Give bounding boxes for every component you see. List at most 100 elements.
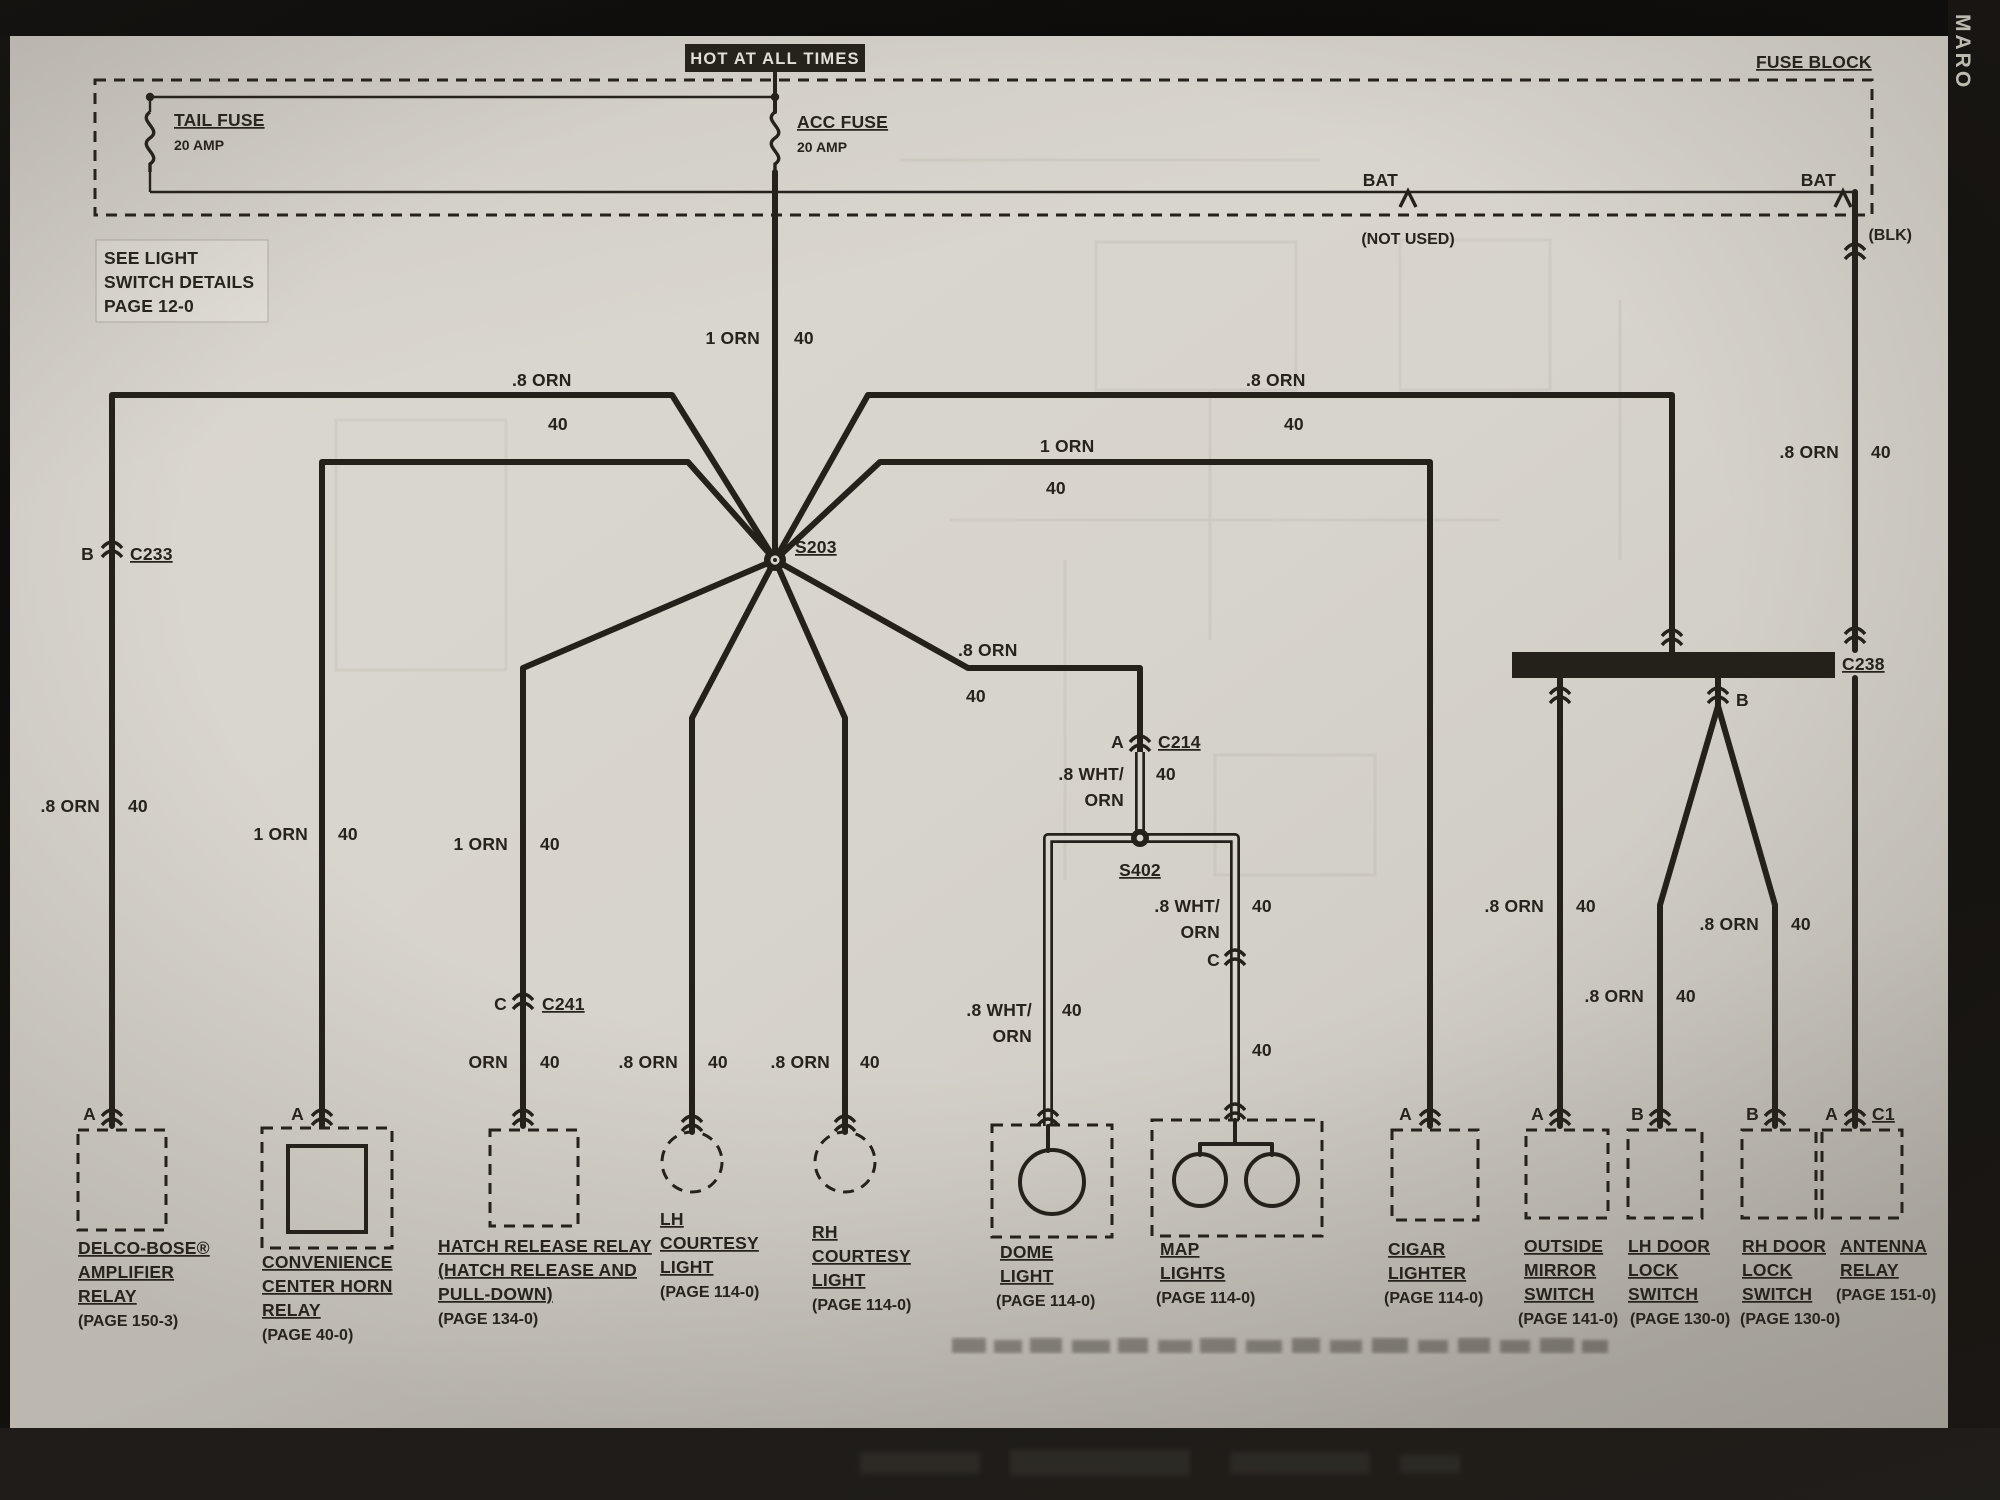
lh-door-lock-box: [1626, 1128, 1704, 1220]
wire-dome-size: 40: [1062, 1000, 1082, 1020]
conv-name-2: CENTER HORN: [262, 1276, 393, 1296]
wire-lh-lock-size: 40: [1676, 986, 1696, 1006]
wire-map-gauge-1: .8 WHT/: [1154, 896, 1220, 916]
delco-pin: A: [83, 1104, 96, 1124]
wire-right-main-size: 40: [1284, 414, 1304, 434]
wire-rh-courtesy-size: 40: [860, 1052, 880, 1072]
convenience-center-box: [260, 1126, 394, 1250]
cigar-page: (PAGE 114-0): [1384, 1290, 1483, 1307]
wire-hatch-gauge: 1 ORN: [454, 834, 508, 854]
wire-c214-h-size: 40: [966, 686, 986, 706]
wire-acc-size: 40: [794, 328, 814, 348]
lh-lock-name-2: LOCK: [1628, 1260, 1679, 1280]
wire-mirror-gauge: .8 ORN: [1484, 896, 1544, 916]
dome-name-1: DOME: [1000, 1242, 1053, 1262]
map-lamp-left: [1172, 1152, 1228, 1208]
note-line-1: SEE LIGHT: [104, 248, 198, 268]
mirror-page: (PAGE 141-0): [1518, 1311, 1618, 1328]
bat-label-mid: BAT: [1363, 170, 1398, 190]
c214-label: C214: [1158, 732, 1201, 752]
antenna-relay-box: [1820, 1128, 1904, 1220]
map-name-2: LIGHTS: [1160, 1263, 1225, 1283]
rh-lock-name-3: SWITCH: [1742, 1284, 1812, 1304]
c233-pin: B: [81, 544, 94, 564]
fuse-block-region: HOT AT ALL TIMES FUSE BLOCK TAIL FUSE 20…: [93, 44, 1912, 248]
see-light-switch-note: SEE LIGHT SWITCH DETAILS PAGE 12-0: [95, 239, 269, 323]
c241-pin: C: [494, 994, 507, 1014]
conv-pin: A: [291, 1104, 304, 1124]
hot-at-all-times-label: HOT AT ALL TIMES: [690, 50, 860, 68]
wire-dome-gauge-2: ORN: [993, 1026, 1033, 1046]
note-line-2: SWITCH DETAILS: [104, 272, 254, 292]
wire-bat-gauge: .8 ORN: [1779, 442, 1839, 462]
mirror-switch-box: [1524, 1128, 1610, 1220]
dome-lamp: [1018, 1148, 1086, 1216]
map-name-1: MAP: [1160, 1239, 1200, 1259]
wire-map-size-2: 40: [1252, 1040, 1272, 1060]
cigar-pin: A: [1399, 1104, 1412, 1124]
wiring-lines: [109, 169, 1858, 1135]
c238-pin-b: B: [1736, 690, 1749, 710]
antenna-connector-c1: C1: [1872, 1104, 1895, 1124]
wire-delco-gauge: .8 ORN: [40, 796, 100, 816]
lh-courtesy-page: (PAGE 114-0): [660, 1284, 759, 1301]
map-page: (PAGE 114-0): [1156, 1290, 1255, 1307]
wire-c214-v-gauge-2: ORN: [1085, 790, 1125, 810]
hatch-relay-box: [488, 1128, 580, 1228]
rh-lock-page: (PAGE 130-0): [1740, 1311, 1840, 1328]
wire-delco-size: 40: [128, 796, 148, 816]
wire-right-main-gauge: .8 ORN: [1246, 370, 1306, 390]
rh-courtesy-page: (PAGE 114-0): [812, 1297, 911, 1314]
note-line-3: PAGE 12-0: [104, 296, 194, 316]
wire-dome-gauge-1: .8 WHT/: [966, 1000, 1032, 1020]
lh-lock-pin: B: [1631, 1104, 1644, 1124]
bleed-through-text-smudge: [952, 1338, 1608, 1353]
cigar-name-2: LIGHTER: [1388, 1263, 1466, 1283]
lh-courtesy-name-1: LH: [660, 1209, 684, 1229]
rh-lock-name-2: LOCK: [1742, 1260, 1793, 1280]
dome-light-box: [990, 1123, 1114, 1239]
cigar-name-1: CIGAR: [1388, 1239, 1446, 1259]
wire-left-main-size: 40: [548, 414, 568, 434]
wire-mirror-size: 40: [1576, 896, 1596, 916]
wire-rh-courtesy-gauge: .8 ORN: [770, 1052, 830, 1072]
delco-page: (PAGE 150-3): [78, 1313, 178, 1330]
cigar-lighter-box: [1390, 1128, 1480, 1222]
c233-label: C233: [130, 544, 173, 564]
wire-map-gauge-2: ORN: [1181, 922, 1221, 942]
component-pin-letters: A A A A B B A C1: [83, 1104, 1895, 1124]
bat-not-used-note: (NOT USED): [1361, 231, 1454, 248]
component-symbols: [76, 1118, 1904, 1250]
mirror-name-2: MIRROR: [1524, 1260, 1596, 1280]
wire-c214-v-size: 40: [1156, 764, 1176, 784]
fuse-block-outline: [93, 78, 1874, 217]
splice-symbols: [764, 549, 1149, 847]
wire-lh-courtesy-gauge: .8 ORN: [618, 1052, 678, 1072]
acc-fuse-rating: 20 AMP: [797, 139, 847, 155]
mirror-pin: A: [1531, 1104, 1544, 1124]
dome-page: (PAGE 114-0): [996, 1293, 1095, 1310]
lh-lock-page: (PAGE 130-0): [1630, 1311, 1730, 1328]
map-connector-pin: C: [1207, 950, 1220, 970]
wire-rh-lock-size: 40: [1791, 914, 1811, 934]
wire-lh-lock-gauge: .8 ORN: [1584, 986, 1644, 1006]
wire-conv-gauge: 1 ORN: [254, 824, 308, 844]
map-lamp-right: [1244, 1152, 1300, 1208]
lh-lock-name-1: LH DOOR: [1628, 1236, 1710, 1256]
mirror-name-1: OUTSIDE: [1524, 1236, 1603, 1256]
wire-cigar-gauge: 1 ORN: [1040, 436, 1094, 456]
delco-name-2: AMPLIFIER: [78, 1262, 174, 1282]
antenna-pin: A: [1825, 1104, 1838, 1124]
lh-courtesy-lamp: [660, 1130, 724, 1194]
rh-courtesy-lamp: [813, 1130, 877, 1194]
lh-courtesy-name-3: LIGHT: [660, 1257, 714, 1277]
wire-conv-size: 40: [338, 824, 358, 844]
c238-label: C238: [1842, 654, 1885, 674]
conv-name-3: RELAY: [262, 1300, 321, 1320]
hatch-name-2: (HATCH RELEASE AND: [438, 1260, 637, 1280]
wire-rh-lock-gauge: .8 ORN: [1699, 914, 1759, 934]
splice-s402-label: S402: [1119, 860, 1161, 880]
conv-name-1: CONVENIENCE: [262, 1252, 393, 1272]
convenience-relay-inner: [286, 1144, 368, 1234]
